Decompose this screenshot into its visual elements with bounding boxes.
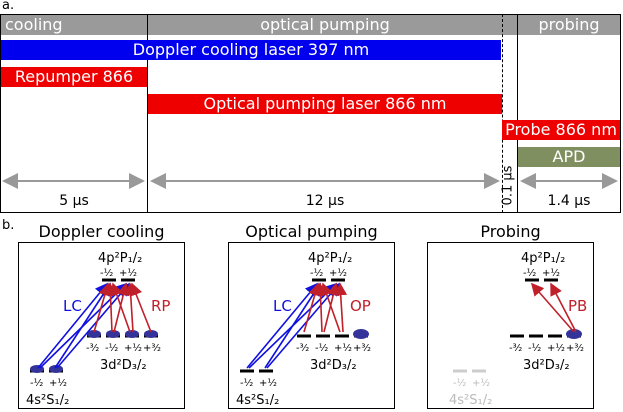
doppler-s-sub-2: +¹⁄₂: [49, 378, 67, 389]
doppler-d-sub-3: +¹⁄₂: [124, 343, 142, 354]
svg-text:-¹⁄₂: -¹⁄₂: [453, 378, 466, 389]
optical-pumping-box: [228, 242, 395, 409]
doppler-d-sub-1: -³⁄₂: [86, 343, 99, 354]
probing-diagram: 4p²P₁/₂ -¹⁄₂ +¹⁄₂ -³⁄₂ -¹⁄₂ +¹⁄₂ +³⁄₂ 3d…: [449, 251, 587, 408]
divider-pumping-probing-dashed: [502, 14, 503, 213]
svg-text:4p²P₁/₂: 4p²P₁/₂: [521, 251, 565, 266]
panel-a-label: a.: [2, 0, 15, 13]
timing-frame: [0, 14, 621, 213]
svg-text:-¹⁄₂: -¹⁄₂: [310, 268, 323, 279]
optical-pumping-laser-bar: Optical pumping laser 866 nm: [148, 94, 502, 114]
svg-text:+³⁄₂: +³⁄₂: [566, 343, 584, 354]
doppler-cooling-laser-bar: Doppler cooling laser 397 nm: [1, 40, 501, 60]
svg-text:-¹⁄₂: -¹⁄₂: [315, 343, 328, 354]
doppler-diagram: 4p²P₁/₂ -¹⁄₂ +¹⁄₂ -³⁄₂ -¹⁄₂ +¹⁄₂ +³⁄₂ 3d…: [26, 251, 170, 408]
population-d2: [106, 330, 120, 338]
duration-arrows: [2, 173, 618, 189]
phase-header-cooling: cooling: [1, 15, 147, 35]
doppler-d-sub-2: -¹⁄₂: [105, 343, 118, 354]
population-s2: [49, 365, 63, 373]
population-d3: [125, 330, 139, 338]
svg-text:+¹⁄₂: +¹⁄₂: [547, 343, 565, 354]
phase-header-probing: probing: [518, 15, 620, 35]
svg-text:+¹⁄₂: +¹⁄₂: [472, 378, 490, 389]
svg-text:3d²D₃/₂: 3d²D₃/₂: [310, 358, 357, 373]
duration-pumping: 12 µs: [305, 193, 345, 209]
svg-text:-¹⁄₂: -¹⁄₂: [240, 378, 253, 389]
probing-title: Probing: [480, 222, 541, 241]
duration-cooling: 5 µs: [59, 193, 89, 209]
svg-text:+¹⁄₂: +¹⁄₂: [542, 268, 560, 279]
doppler-laser-rp: RP: [151, 297, 170, 315]
doppler-p-level: 4p²P₁/₂: [98, 251, 142, 266]
duration-probing: 1.4 µs: [547, 193, 591, 209]
svg-text:+³⁄₂: +³⁄₂: [353, 343, 371, 354]
svg-text:-³⁄₂: -³⁄₂: [296, 343, 309, 354]
svg-text:4s²S₁/₂: 4s²S₁/₂: [449, 393, 492, 408]
panel-b-label: b.: [2, 218, 15, 233]
optical-pumping-title: Optical pumping: [245, 222, 378, 241]
optical-pumping-diagram: 4p²P₁/₂ -¹⁄₂ +¹⁄₂ -³⁄₂ -¹⁄₂ +¹⁄₂ +³⁄₂ 3d…: [236, 251, 371, 408]
doppler-laser-lc: LC: [63, 297, 82, 315]
repumper-bar: Repumper 866 nm: [1, 67, 147, 106]
svg-text:LC: LC: [273, 297, 292, 315]
svg-text:4p²P₁/₂: 4p²P₁/₂: [308, 251, 352, 266]
svg-text:-¹⁄₂: -¹⁄₂: [523, 268, 536, 279]
svg-text:+¹⁄₂: +¹⁄₂: [329, 268, 347, 279]
doppler-s-level: 4s²S₁/₂: [26, 393, 69, 408]
probe-bar: Probe 866 nm: [502, 120, 620, 140]
population-d4: [353, 329, 369, 339]
svg-text:-¹⁄₂: -¹⁄₂: [528, 343, 541, 354]
doppler-p-sub-minus: -¹⁄₂: [100, 268, 113, 279]
phase-header-gap: [502, 15, 518, 35]
doppler-d-level: 3d²D₃/₂: [100, 358, 147, 373]
divider-cooling-pumping: [147, 14, 148, 213]
svg-text:OP: OP: [350, 297, 371, 315]
phase-header-optical-pumping: optical pumping: [148, 15, 502, 35]
population-d4: [144, 330, 158, 338]
svg-text:3d²D₃/₂: 3d²D₃/₂: [523, 358, 570, 373]
doppler-p-sub-plus: +¹⁄₂: [119, 268, 137, 279]
apd-bar: APD: [518, 147, 620, 167]
divider-probing: [517, 14, 518, 213]
svg-text:PB: PB: [568, 297, 587, 315]
doppler-cooling-title: Doppler cooling: [38, 222, 165, 241]
svg-text:-³⁄₂: -³⁄₂: [509, 343, 522, 354]
probing-box: [427, 242, 594, 409]
doppler-s-sub-1: -¹⁄₂: [30, 378, 43, 389]
svg-text:+¹⁄₂: +¹⁄₂: [259, 378, 277, 389]
population-d1: [87, 330, 101, 338]
doppler-d-sub-4: +³⁄₂: [143, 343, 161, 354]
svg-text:+¹⁄₂: +¹⁄₂: [334, 343, 352, 354]
svg-text:4s²S₁/₂: 4s²S₁/₂: [236, 393, 279, 408]
doppler-cooling-box: [18, 242, 185, 409]
